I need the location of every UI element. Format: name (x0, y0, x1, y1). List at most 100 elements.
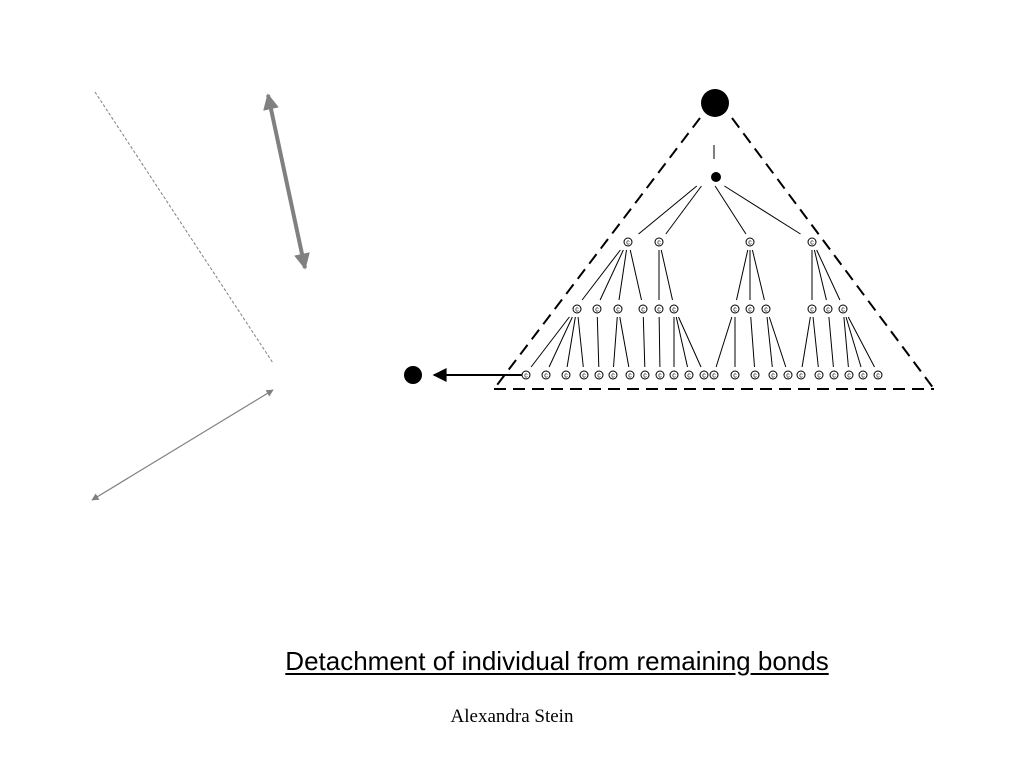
group-triangle (493, 117, 935, 390)
member-node-level3: c (608, 370, 618, 380)
svg-text:c: c (628, 372, 632, 379)
member-node-level3: c (814, 370, 824, 380)
member-node-level3: c (521, 370, 531, 380)
svg-text:c: c (672, 306, 676, 313)
author-name: Alexandra Stein (450, 706, 574, 727)
member-node-level1: c (654, 237, 664, 247)
svg-text:c: c (582, 372, 586, 379)
svg-text:c: c (544, 372, 548, 379)
svg-text:c: c (657, 306, 661, 313)
tree-connector (843, 316, 849, 368)
svg-text:c: c (658, 372, 662, 379)
tree-connector (548, 316, 573, 368)
member-node-level2: c (823, 304, 833, 314)
svg-text:c: c (876, 372, 880, 379)
detached-individual-node (404, 366, 422, 384)
member-node-level3: c (730, 370, 740, 380)
member-node-level3: c (783, 370, 793, 380)
svg-text:c: c (524, 372, 528, 379)
tree-connector (530, 316, 570, 368)
member-node-level3: c (640, 370, 650, 380)
tree-connector (596, 316, 600, 368)
tree-connector (566, 316, 576, 368)
member-node-level3: c (768, 370, 778, 380)
svg-text:c: c (657, 239, 661, 246)
tree-connector (619, 316, 630, 368)
double-arrow-gray-thin (91, 389, 274, 501)
dashed-gray-line (94, 91, 274, 364)
member-node-level3: c (625, 370, 635, 380)
svg-text:c: c (733, 372, 737, 379)
svg-text:c: c (702, 372, 706, 379)
tree-connector (642, 316, 646, 368)
tree-connector (750, 316, 755, 368)
tree-connector (724, 185, 801, 235)
tree-connector (828, 316, 834, 368)
member-node-level2: c (761, 304, 771, 314)
member-node-level2: c (807, 304, 817, 314)
tree-connector (658, 316, 661, 368)
member-node-level3: c (709, 370, 719, 380)
svg-text:c: c (733, 306, 737, 313)
tree-connector (847, 316, 875, 368)
member-node-level2: c (669, 304, 679, 314)
member-node-level2: c (638, 304, 648, 314)
svg-text:c: c (643, 372, 647, 379)
member-node-level1: c (745, 237, 755, 247)
svg-text:c: c (847, 372, 851, 379)
svg-text:c: c (687, 372, 691, 379)
member-node-level3: c (844, 370, 854, 380)
tree-connector (845, 316, 862, 368)
double-arrow-gray-thick (263, 93, 310, 270)
svg-text:c: c (564, 372, 568, 379)
svg-text:c: c (817, 372, 821, 379)
tree-connector (768, 316, 787, 368)
member-node-level3: c (699, 370, 709, 380)
svg-text:c: c (786, 372, 790, 379)
svg-text:c: c (826, 306, 830, 313)
svg-text:c: c (641, 306, 645, 313)
tree-connectors (530, 185, 875, 368)
member-node-level2: c (592, 304, 602, 314)
tree-connector (638, 185, 698, 235)
svg-text:c: c (595, 306, 599, 313)
svg-text:c: c (672, 372, 676, 379)
member-node-level3: c (796, 370, 806, 380)
member-node-level3: c (669, 370, 679, 380)
tree-connector (816, 249, 841, 301)
member-node-level2: c (838, 304, 848, 314)
svg-text:c: c (626, 239, 630, 246)
member-node-level3: c (829, 370, 839, 380)
member-node-level3: c (594, 370, 604, 380)
apex-node (701, 89, 729, 117)
member-node-level2: c (654, 304, 664, 314)
tree-connector (751, 249, 765, 301)
svg-text:c: c (748, 306, 752, 313)
member-node-level3: c (873, 370, 883, 380)
svg-text:c: c (753, 372, 757, 379)
svg-text:c: c (771, 372, 775, 379)
tree-connector (715, 316, 733, 368)
member-node-level2: c (730, 304, 740, 314)
member-node-level1: c (807, 237, 817, 247)
member-node-level3: c (858, 370, 868, 380)
member-node-level3: c (541, 370, 551, 380)
member-node-level3: c (579, 370, 589, 380)
caption-title: Detachment of individual from remaining … (285, 646, 829, 676)
svg-text:c: c (861, 372, 865, 379)
member-node-level2: c (613, 304, 623, 314)
tree-connector (660, 249, 673, 301)
member-node-level3: c (655, 370, 665, 380)
tree-connector (629, 249, 642, 301)
tree-connector (736, 249, 749, 301)
tree-connector (714, 185, 747, 235)
svg-text:c: c (611, 372, 615, 379)
tree-connector (665, 185, 702, 235)
member-node-level1: c (623, 237, 633, 247)
svg-text:c: c (748, 239, 752, 246)
svg-text:c: c (712, 372, 716, 379)
tree-connector (766, 316, 773, 368)
svg-text:c: c (810, 239, 814, 246)
svg-text:c: c (597, 372, 601, 379)
